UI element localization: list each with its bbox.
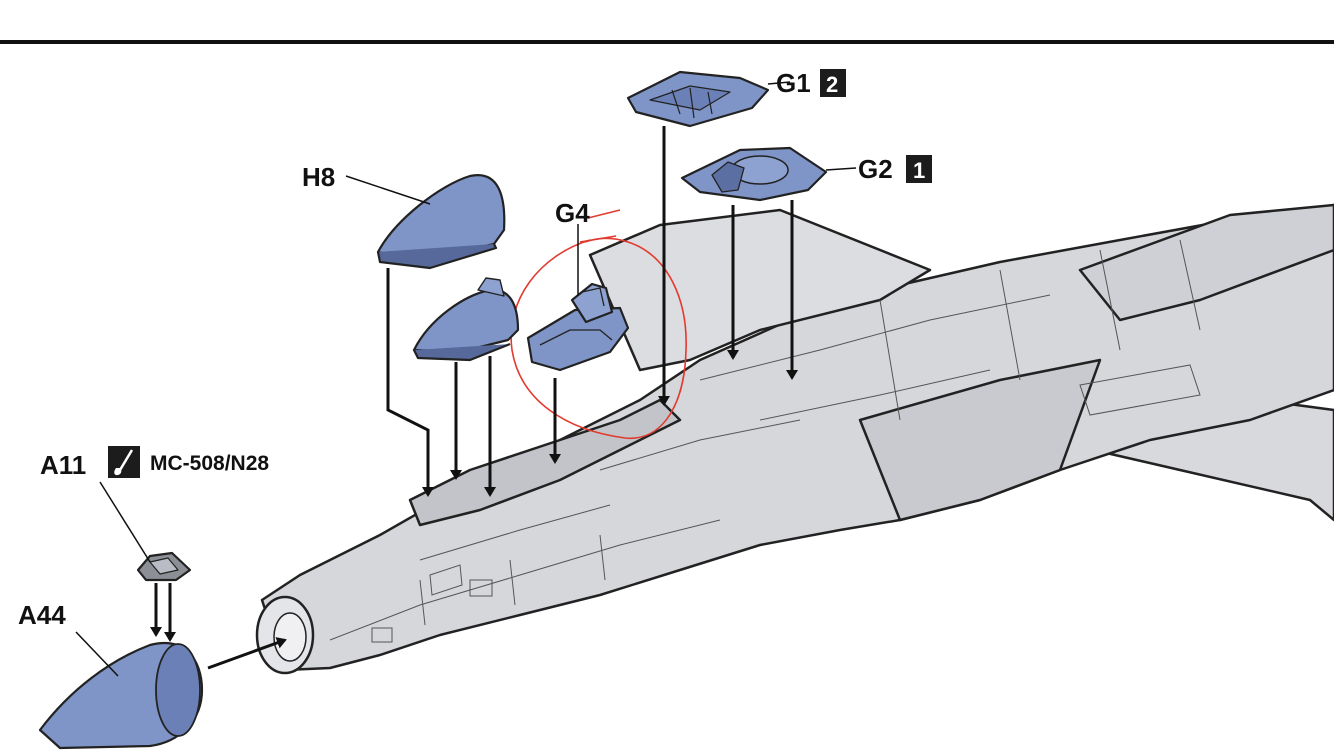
label-a44: A44 <box>18 600 66 630</box>
leader-lines <box>75 81 857 677</box>
leader-g2 <box>825 167 857 171</box>
red-annotation-tick <box>587 209 621 219</box>
leader-a44 <box>75 631 119 677</box>
red-annotation-tick-2 <box>579 235 617 243</box>
arrow-h8 <box>386 268 434 497</box>
fuselage <box>260 203 1334 672</box>
paintbrush-icon <box>108 446 140 478</box>
assembly-arrows <box>150 126 798 670</box>
part-g1 <box>626 70 770 128</box>
label-h8: H8 <box>302 162 335 192</box>
leader-g1 <box>767 81 791 85</box>
label-g1: G1 <box>776 68 811 98</box>
parts <box>38 70 828 750</box>
part-g4 <box>526 282 630 372</box>
cockpit-tub <box>408 398 682 527</box>
step-number-g2: 1 <box>913 158 925 183</box>
part-g2 <box>680 146 828 202</box>
step-number-g1: 2 <box>826 72 838 97</box>
leader-h8 <box>345 175 431 205</box>
nose-opening-inner <box>273 612 307 662</box>
vertical-tail <box>1078 203 1334 322</box>
label-g4: G4 <box>555 198 590 228</box>
part-h8 <box>376 174 506 270</box>
part-a11 <box>136 551 192 582</box>
airframe <box>255 203 1334 675</box>
step-badge-g1 <box>820 69 846 97</box>
label-a11: A11 <box>40 450 86 480</box>
step-badge-g2 <box>906 155 932 183</box>
arrow-a44 <box>207 637 287 670</box>
paint-code-a11: MC-508/N28 <box>150 452 269 475</box>
panel-lines <box>329 239 1201 643</box>
label-g2: G2 <box>858 154 893 184</box>
part-forward-console <box>412 277 520 362</box>
part-a44 <box>38 642 204 750</box>
intake-shading <box>858 358 1102 522</box>
leader-a11 <box>99 481 151 563</box>
